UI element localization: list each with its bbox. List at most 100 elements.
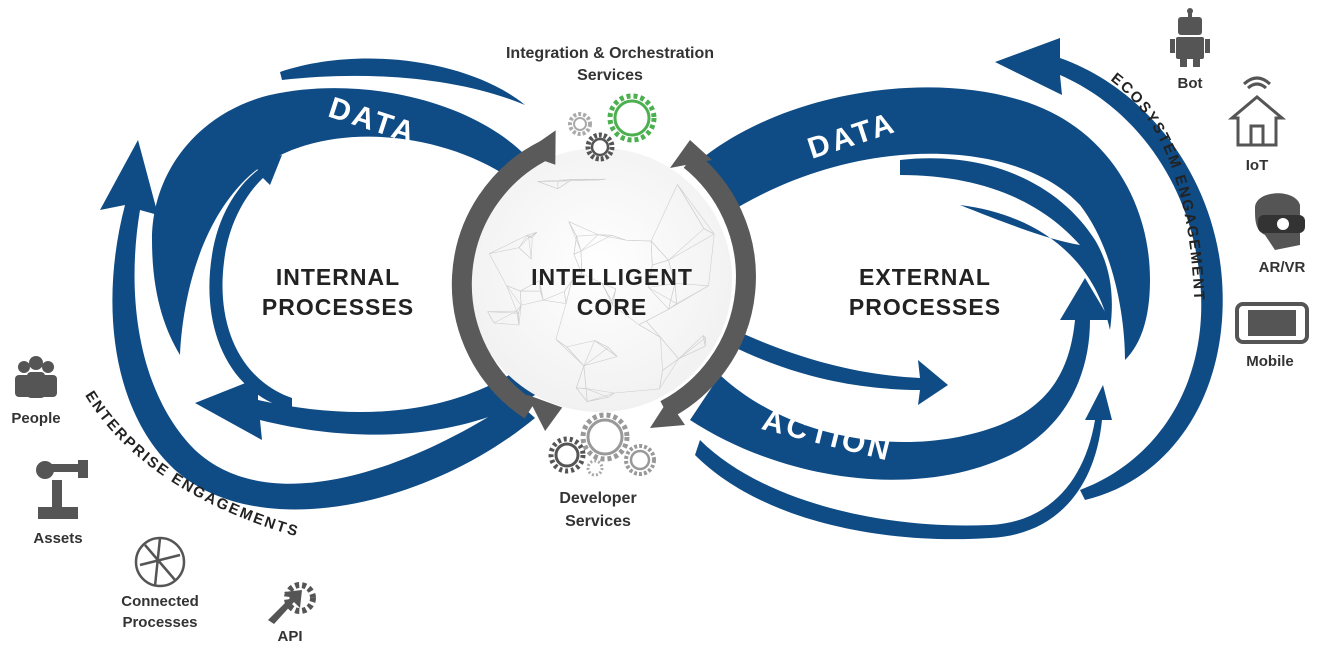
mesh-line bbox=[518, 237, 529, 248]
mesh-line bbox=[555, 339, 567, 348]
mesh-line bbox=[526, 234, 533, 238]
external-title-line1: EXTERNAL bbox=[859, 264, 991, 290]
mesh-line bbox=[555, 339, 585, 367]
mesh-line bbox=[677, 184, 705, 229]
mesh-line bbox=[648, 287, 677, 304]
mesh-line bbox=[678, 337, 706, 360]
mesh-line bbox=[583, 356, 618, 367]
mesh-line bbox=[583, 340, 595, 366]
mesh-line bbox=[568, 221, 582, 252]
mesh-line bbox=[518, 235, 528, 248]
integration-title-line1: Integration & Orchestration bbox=[506, 45, 714, 62]
globe-network-icon bbox=[134, 536, 186, 588]
mesh-line bbox=[648, 265, 653, 288]
mesh-line bbox=[506, 285, 522, 306]
mesh-line bbox=[566, 340, 595, 348]
right-mid-arrow bbox=[730, 330, 948, 405]
core-title-line2: CORE bbox=[577, 294, 647, 320]
mesh-line bbox=[506, 285, 521, 292]
mesh-line bbox=[597, 234, 612, 236]
mesh-line bbox=[583, 365, 587, 389]
mesh-line bbox=[583, 347, 609, 367]
core-mesh bbox=[487, 178, 715, 402]
mesh-line bbox=[652, 259, 669, 266]
mesh-line bbox=[660, 337, 663, 371]
mesh-line bbox=[564, 280, 572, 292]
mesh-line bbox=[648, 283, 675, 288]
mesh-line bbox=[565, 281, 572, 304]
left-top-crescent bbox=[280, 58, 525, 105]
gear-icon-light bbox=[568, 112, 592, 136]
right-data-band bbox=[700, 87, 1150, 360]
mesh-line bbox=[597, 234, 627, 241]
mesh-line bbox=[518, 305, 522, 314]
mesh-line bbox=[638, 324, 661, 338]
mesh-line bbox=[575, 365, 585, 389]
mesh-line bbox=[568, 221, 599, 235]
mesh-line bbox=[539, 280, 544, 301]
mesh-line bbox=[489, 247, 520, 254]
mesh-line bbox=[668, 228, 705, 261]
mesh-line bbox=[557, 179, 573, 190]
mesh-line bbox=[601, 282, 616, 290]
right-lower-swoop bbox=[695, 385, 1112, 540]
mesh-line bbox=[506, 285, 517, 312]
mesh-line bbox=[660, 337, 679, 359]
mesh-line bbox=[580, 234, 599, 252]
mesh-line bbox=[645, 320, 661, 338]
mesh-line bbox=[487, 311, 519, 314]
developer-title-line2: Services bbox=[565, 513, 631, 530]
mesh-line bbox=[598, 178, 606, 181]
right-inner-crescent bbox=[900, 158, 1112, 330]
mesh-line bbox=[516, 310, 519, 314]
mesh-line bbox=[678, 346, 706, 360]
people-icon bbox=[15, 356, 57, 398]
mesh-line bbox=[493, 322, 519, 326]
mesh-line bbox=[668, 260, 676, 284]
mesh-line bbox=[576, 387, 587, 389]
gear-icon-bottom-large bbox=[580, 412, 630, 462]
mesh-line bbox=[678, 335, 704, 359]
mesh-line bbox=[563, 291, 567, 304]
mesh-line bbox=[708, 234, 715, 286]
mesh-line bbox=[528, 237, 532, 260]
mesh-line bbox=[537, 181, 558, 190]
robot-arm-icon bbox=[36, 460, 88, 519]
mesh-line bbox=[650, 240, 669, 261]
mesh-line bbox=[580, 235, 612, 252]
mesh-line bbox=[612, 304, 640, 325]
mesh-line bbox=[526, 231, 537, 236]
mesh-line bbox=[487, 310, 517, 312]
mesh-line bbox=[611, 235, 627, 241]
gear-icon-bottom-small bbox=[586, 459, 604, 477]
mesh-line bbox=[677, 184, 715, 235]
mesh-line bbox=[518, 305, 522, 326]
internal-title-line2: PROCESSES bbox=[262, 294, 414, 320]
mesh-line bbox=[662, 358, 679, 371]
core-right-arrow bbox=[660, 152, 756, 419]
mesh-line bbox=[573, 250, 582, 255]
mesh-line bbox=[521, 299, 544, 306]
mesh-line bbox=[650, 184, 678, 242]
internal-title-line1: INTERNAL bbox=[276, 264, 400, 290]
mesh-line bbox=[519, 291, 522, 306]
mesh-line bbox=[537, 179, 573, 182]
mesh-line bbox=[614, 388, 660, 394]
mesh-line bbox=[543, 291, 565, 301]
mesh-line bbox=[674, 282, 709, 287]
mesh-line bbox=[668, 233, 715, 261]
left-lower-band bbox=[195, 365, 535, 440]
mesh-line bbox=[573, 254, 583, 274]
mesh-line bbox=[555, 303, 567, 340]
gear-icon-dark bbox=[585, 132, 615, 162]
mesh-line bbox=[668, 285, 709, 310]
mesh-line bbox=[539, 280, 541, 292]
mesh-line bbox=[557, 179, 599, 182]
vr-headset-icon bbox=[1255, 193, 1305, 250]
external-title-line2: PROCESSES bbox=[849, 294, 1001, 320]
mesh-line bbox=[518, 247, 532, 260]
mesh-line bbox=[587, 396, 609, 402]
connected-label-line1: Connected bbox=[121, 593, 199, 610]
